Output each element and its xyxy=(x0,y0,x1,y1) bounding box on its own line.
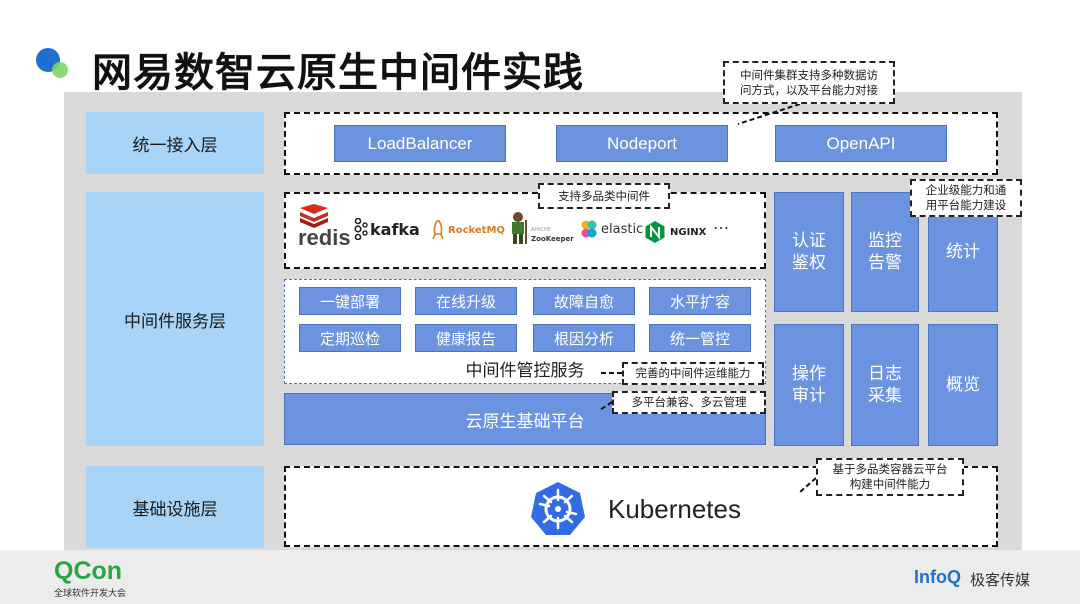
qcon-logo: QCon xyxy=(54,557,123,585)
page-title: 网易数智云原生中间件实践 xyxy=(92,50,584,96)
zookeeper-apache-label: APACHE xyxy=(531,227,551,233)
kafka-icon xyxy=(354,218,368,240)
nodeport-button: Nodeport xyxy=(556,125,728,162)
note-enterprise: 企业级能力和通 用平台能力建设 xyxy=(910,179,1022,217)
layer-label-access: 统一接入层 xyxy=(86,112,264,174)
elastic-icon xyxy=(581,220,597,238)
layer-label-middleware: 中间件服务层 xyxy=(86,192,264,446)
mgmt-services-title: 中间件管控服务 xyxy=(465,361,585,381)
service-online-upgrade: 在线升级 xyxy=(415,287,517,315)
service-unified-control: 统一管控 xyxy=(649,324,751,352)
service-routine-inspection: 定期巡检 xyxy=(299,324,401,352)
rocketmq-label: RocketMQ xyxy=(448,224,505,236)
rocketmq-logo: RocketMQ xyxy=(431,220,505,240)
tile-audit: 操作 审计 xyxy=(774,324,844,446)
geek-media-label: 极客传媒 xyxy=(970,571,1031,589)
redis-icon xyxy=(300,204,328,228)
nginx-label: NGINX xyxy=(670,226,707,238)
kafka-logo: kafka xyxy=(354,218,420,240)
note-categories: 支持多品类中间件 xyxy=(538,183,670,209)
zookeeper-icon xyxy=(512,212,527,244)
footer-bar xyxy=(0,550,1080,604)
kubernetes-icon xyxy=(531,482,585,535)
service-root-cause: 根因分析 xyxy=(533,324,635,352)
elastic-label: elastic xyxy=(601,221,644,237)
nginx-logo: NGINX xyxy=(645,221,706,243)
kubernetes-label: Kubernetes xyxy=(608,494,741,524)
more-logos-ellipsis: … xyxy=(713,214,729,233)
zookeeper-text: APACHE ZooKeeper xyxy=(531,226,574,244)
loadbalancer-button: LoadBalancer xyxy=(334,125,506,162)
rocketmq-icon xyxy=(432,220,444,240)
note-k8s: 基于多品类容器云平台 构建中间件能力 xyxy=(816,458,964,496)
service-horizontal-scaling: 水平扩容 xyxy=(649,287,751,315)
nginx-icon xyxy=(645,221,665,243)
service-health-report: 健康报告 xyxy=(415,324,517,352)
redis-label: redis xyxy=(298,225,351,250)
note-multicloud: 多平台兼容、多云管理 xyxy=(612,391,766,414)
note-access: 中间件集群支持多种数据访 问方式，以及平台能力对接 xyxy=(723,61,895,104)
tile-auth: 认证 鉴权 xyxy=(774,192,844,312)
tile-log-collection: 日志 采集 xyxy=(851,324,919,446)
title-bullet-green xyxy=(52,62,68,78)
zookeeper-label: ZooKeeper xyxy=(531,235,574,243)
qcon-subtitle: 全球软件开发大会 xyxy=(54,589,127,599)
elastic-logo: elastic xyxy=(580,220,643,238)
layer-label-infra: 基础设施层 xyxy=(86,466,264,548)
service-one-click-deploy: 一键部署 xyxy=(299,287,401,315)
kafka-label: kafka xyxy=(370,219,420,239)
tile-monitoring: 监控 告警 xyxy=(851,192,919,312)
redis-logo: redis xyxy=(298,204,351,250)
openapi-button: OpenAPI xyxy=(775,125,947,162)
note-ops: 完善的中间件运维能力 xyxy=(622,362,764,385)
service-self-healing: 故障自愈 xyxy=(533,287,635,315)
infoq-logo: InfoQ xyxy=(914,567,961,587)
zookeeper-logo: APACHE ZooKeeper xyxy=(506,210,574,246)
tile-overview: 概览 xyxy=(928,324,998,446)
